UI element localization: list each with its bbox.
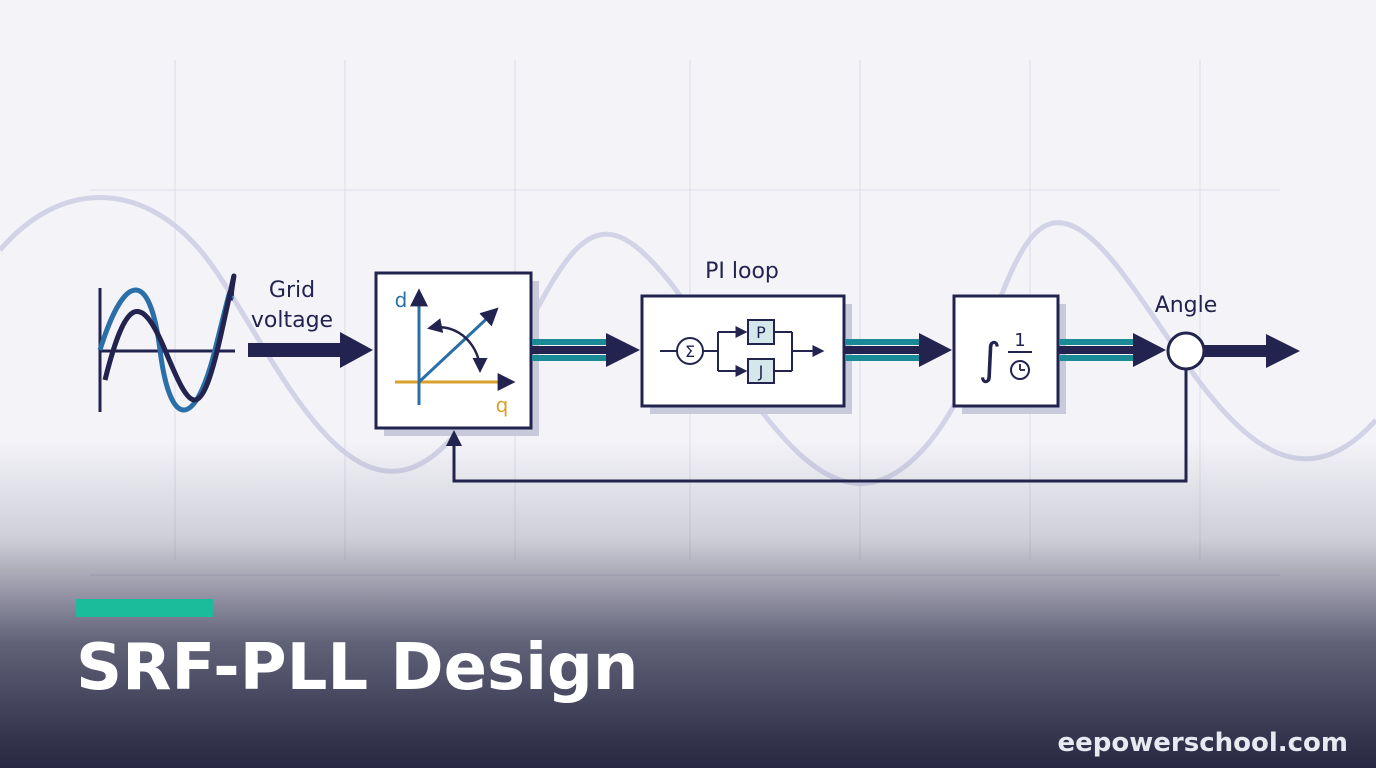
output-arrow [1204, 334, 1300, 368]
pi-sum-symbol: Σ [685, 342, 695, 361]
grid-voltage-label-line2: voltage [251, 308, 333, 333]
connector-pi-to-integrator [845, 333, 952, 367]
title-accent-bar [76, 599, 213, 617]
pi-controller-block [640, 294, 852, 414]
pi-p-gain-label: P [756, 323, 766, 342]
integrator-numerator: 1 [1014, 330, 1025, 351]
axis-d-label: d [395, 288, 408, 312]
input-arrow [248, 332, 373, 368]
pi-loop-label: PI loop [705, 259, 779, 284]
pi-i-gain-label: J [758, 362, 764, 381]
integral-symbol: ∫ [979, 334, 1002, 385]
angle-label: Angle [1155, 293, 1218, 318]
integrator-block [952, 294, 1066, 414]
page-title: SRF-PLL Design [76, 631, 639, 705]
grid-voltage-label-line1: Grid [269, 278, 315, 303]
connector-integrator-to-output [1059, 333, 1166, 367]
sine-wave-icon [97, 273, 237, 413]
output-node [1166, 331, 1206, 371]
site-name[interactable]: eepowerschool.com [1057, 728, 1349, 758]
axis-q-label: q [496, 393, 509, 417]
dq-transform-block [374, 271, 539, 436]
connector-transform-to-pi [532, 333, 640, 367]
